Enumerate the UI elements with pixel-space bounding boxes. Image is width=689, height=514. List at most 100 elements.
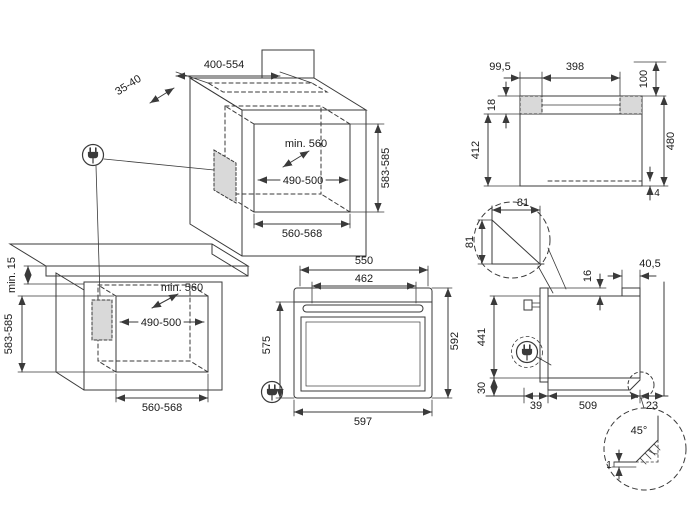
label-undercounter-niche-width: 560-568 (142, 402, 182, 414)
label-side-margin: 99,5 (489, 61, 510, 73)
dim-cut-height (477, 219, 493, 265)
label-rear-gap-4: 4 (654, 188, 660, 199)
chamfer-detail (603, 397, 687, 491)
label-oven-width: 597 (354, 416, 372, 428)
label-rear-gap: 35-40 (113, 73, 143, 98)
dim-undercounter-min-depth (151, 293, 179, 309)
label-column-socket-zone: 490-500 (283, 175, 323, 187)
power-plug-icon (81, 143, 105, 167)
label-frame-depth: 18 (486, 99, 498, 111)
label-front-clearance: 100 (638, 70, 650, 88)
label-plinth-height: 30 (476, 382, 488, 394)
detail-circle (603, 407, 687, 491)
dim-vent-width (541, 71, 621, 97)
detail-connector (640, 397, 645, 409)
detail-leader-1 (537, 265, 554, 294)
socket-area-undercounter (91, 299, 113, 341)
side-body (547, 295, 641, 379)
cabinet-left-face (55, 272, 85, 391)
dim-column-min-depth (282, 150, 310, 168)
label-body-height: 441 (476, 328, 488, 346)
label-rear-offset: 23 (646, 400, 658, 412)
corner-chamfer-line (491, 219, 541, 265)
label-total-depth: 480 (665, 132, 677, 150)
socket-area-column (213, 149, 237, 204)
label-door-height: 575 (261, 336, 273, 354)
label-body-depth: 412 (470, 141, 482, 159)
label-oven-height: 592 (449, 332, 461, 350)
dim-undercounter-niche-width (115, 373, 209, 403)
label-side-body-depth: 509 (579, 400, 597, 412)
dim-total-depth (641, 95, 669, 187)
dim-bottom-depths (523, 387, 665, 404)
undercounter-installation-view (8, 243, 250, 403)
plug-leader-upper (103, 158, 215, 171)
label-undercounter-min-depth: min. 560 (161, 282, 203, 294)
dim-undercounter-niche-height (17, 295, 115, 373)
detail-circle (473, 201, 551, 279)
label-column-niche-height: 583-585 (380, 148, 392, 188)
angle-arc (647, 449, 659, 455)
plug-leader (536, 356, 552, 366)
top-view-left-trim (519, 95, 543, 115)
chamfer-diagonal (635, 439, 659, 463)
column-installation-view (81, 49, 385, 297)
label-column-niche-width: 560-568 (282, 228, 322, 240)
worktop-front-face (45, 265, 249, 277)
dim-oven-height (431, 287, 453, 399)
oven-top-view (483, 61, 669, 201)
dim-door-height (275, 301, 295, 399)
label-front-offset: 39 (530, 400, 542, 412)
top-view-outline (519, 95, 643, 187)
label-inner-width: 462 (355, 273, 373, 285)
chamfer-hatching (639, 443, 661, 465)
power-plug-icon (515, 340, 539, 364)
dim-body-depth (483, 113, 521, 187)
dim-inner-width (311, 281, 417, 304)
dim-upper-width (299, 265, 429, 287)
dim-column-niche-width (253, 213, 351, 229)
column-back-panel (261, 49, 315, 79)
oven-side-view (485, 269, 669, 404)
chamfer-callout-circle (627, 371, 655, 399)
vent-cutout (206, 82, 329, 93)
cabinet-niche-depth-lines (97, 284, 209, 373)
oven-door (300, 316, 426, 392)
side-handle (523, 299, 533, 311)
dim-rear-bracket (607, 269, 657, 289)
detail-leader-2 (547, 247, 567, 290)
dim-chamfer-offset (611, 449, 637, 480)
label-chamfer-angle: 45° (631, 425, 648, 437)
side-front-frame (539, 287, 549, 383)
label-upper-width: 550 (355, 255, 373, 267)
dim-vent-cutout-width (175, 71, 313, 84)
side-rear-bracket (621, 287, 641, 297)
label-cut-height: 81 (464, 236, 476, 248)
dim-side-margin (503, 71, 559, 97)
top-view-right-trim (619, 95, 643, 115)
power-plug-icon (260, 380, 284, 404)
dim-column-niche-height (349, 123, 385, 213)
label-undercounter-socket-zone: 490-500 (141, 317, 181, 329)
dim-worktop-clearance (23, 265, 85, 285)
worktop-right-end (211, 243, 249, 277)
label-vent-cutout-width: 400-554 (204, 59, 244, 71)
plug-callout-circle (511, 336, 543, 368)
cabinet-front-face (83, 281, 223, 391)
dim-body-height (489, 295, 549, 379)
column-niche-depth-lines (224, 105, 351, 213)
label-top-offset: 16 (582, 270, 594, 282)
label-undercounter-niche-height: 583-585 (3, 314, 15, 354)
plug-leader-lower (95, 165, 101, 297)
label-vent-width: 398 (566, 61, 584, 73)
label-column-min-depth: min. 560 (285, 138, 327, 150)
label-cut-width: 81 (517, 197, 529, 209)
oven-front-view (260, 265, 453, 417)
label-rear-bracket: 40,5 (639, 258, 660, 270)
label-chamfer-offset: 1 (606, 460, 612, 471)
dim-rear-gap (149, 87, 175, 104)
dim-oven-width (293, 399, 433, 417)
label-worktop-clearance: min. 15 (6, 257, 18, 293)
